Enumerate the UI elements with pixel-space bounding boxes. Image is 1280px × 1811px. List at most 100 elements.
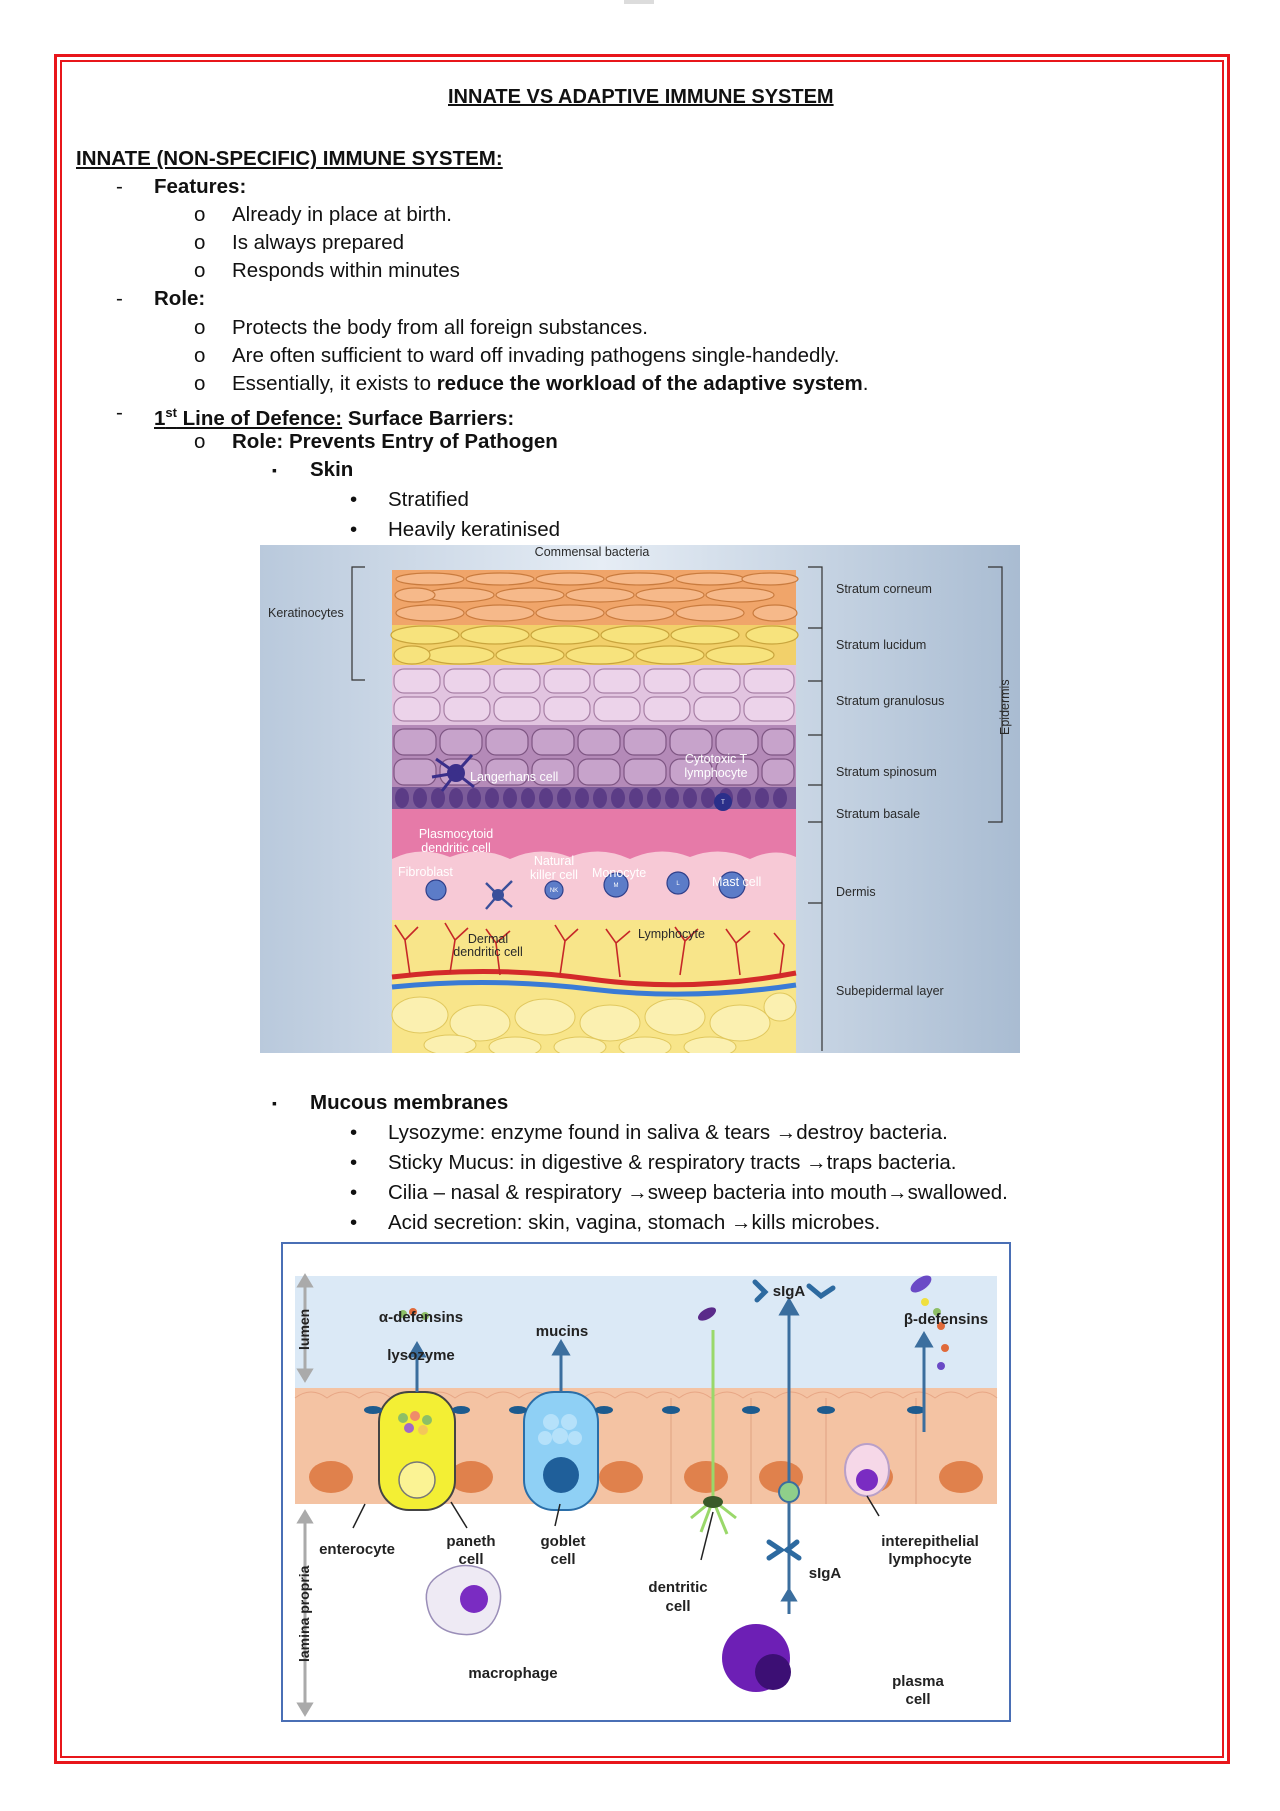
plasmacytoid-label: dendritic cell	[421, 841, 490, 855]
mucous-item: Acid secretion: skin, vagina, stomach →k…	[388, 1211, 881, 1234]
cell-letter: NK	[550, 888, 558, 894]
defence-ordinal: 1st Line of Defence:	[154, 405, 343, 430]
commensal-bacteria-label: Commensal bacteria	[535, 545, 650, 559]
siga-top-label: sIgA	[773, 1283, 806, 1300]
mucosal-barrier-diagram: lumen lamina propria α-defensins lysozym…	[281, 1242, 1011, 1722]
page-mark	[624, 0, 654, 4]
role-heading: Role:	[154, 287, 206, 310]
role-item-prefix: Essentially, it exists to	[232, 372, 437, 395]
iel-label: interepithelial	[881, 1533, 979, 1550]
nk-cell-shape	[544, 880, 564, 900]
tissue-block	[390, 570, 799, 1053]
lysozyme-label: lysozyme	[387, 1347, 455, 1364]
dendritic-label: dentritic	[648, 1579, 707, 1596]
langerhans-label: Langerhans cell	[470, 770, 558, 784]
role-item: Are often sufficient to ward off invadin…	[232, 344, 840, 367]
fibroblast-shape	[425, 879, 447, 901]
dendritic-label: cell	[665, 1598, 690, 1615]
circle-bullet: o	[194, 316, 206, 339]
siga-molecules	[752, 1279, 836, 1561]
layer-label: Dermis	[836, 885, 876, 899]
keratinocytes-label: Keratinocytes	[268, 606, 344, 620]
square-bullet: ▪	[272, 462, 277, 478]
cell-letter: M	[614, 883, 619, 889]
skin-diagram: Commensal bacteria Keratinocytes Stratum…	[260, 545, 1020, 1053]
layer-label: Stratum spinosum	[836, 765, 937, 779]
brackets	[351, 566, 1003, 1051]
dot-bullet: •	[350, 518, 358, 541]
beta-defensin-particles	[921, 1298, 949, 1370]
defence-rest: Surface Barriers:	[342, 406, 515, 430]
mucous-heading: Mucous membranes	[310, 1091, 509, 1114]
siga-arrow	[778, 1296, 800, 1592]
skin-item: Heavily keratinised	[388, 518, 561, 541]
dendritic-cell-shape	[690, 1330, 737, 1535]
nk-label: Natural	[534, 854, 574, 868]
cell-letter: T	[721, 800, 725, 806]
monocyte-label: Monocyte	[592, 866, 646, 880]
macrophage-label: macrophage	[468, 1665, 557, 1682]
page-border-outer	[54, 54, 1230, 1764]
mucous-item: Sticky Mucus: in digestive & respiratory…	[388, 1151, 957, 1174]
plasma-label: cell	[905, 1691, 930, 1708]
features-heading: Features:	[154, 175, 247, 198]
iel-label: lymphocyte	[888, 1551, 971, 1568]
skin-heading: Skin	[310, 458, 354, 481]
dot-bullet: •	[350, 1121, 358, 1144]
paneth-label: cell	[458, 1551, 483, 1568]
goblet-label: goblet	[541, 1533, 586, 1550]
alpha-defensin-particles	[399, 1308, 429, 1320]
circle-bullet: o	[194, 344, 206, 367]
defence-role: Role: Prevents Entry of Pathogen	[232, 430, 558, 453]
cell-letter: L	[676, 881, 680, 887]
layer-label: Stratum lucidum	[836, 638, 926, 652]
lumen-region	[295, 1276, 997, 1388]
feature-item: Already in place at birth.	[232, 203, 452, 226]
layer-label: Stratum basale	[836, 807, 920, 821]
lymphocyte-shape	[666, 871, 690, 895]
dash-bullet: -	[116, 175, 123, 198]
dash-bullet: -	[116, 287, 123, 310]
enterocyte-label: enterocyte	[319, 1541, 395, 1558]
line-of-defence-heading: 1st Line of Defence: Surface Barriers:	[154, 400, 514, 432]
mast-cell-label: Mast cell	[712, 875, 761, 889]
circle-bullet: o	[194, 231, 206, 254]
plasma-label: plasma	[892, 1673, 944, 1690]
feature-item: Responds within minutes	[232, 259, 460, 282]
paneth-label: paneth	[446, 1533, 495, 1550]
page-title: INNATE VS ADAPTIVE IMMUNE SYSTEM	[448, 86, 834, 108]
dermal-dendritic-label: Dermal	[468, 932, 508, 946]
mucous-item: Cilia – nasal & respiratory →sweep bacte…	[388, 1181, 1008, 1204]
skin-item: Stratified	[388, 488, 469, 511]
dot-bullet: •	[350, 1211, 358, 1234]
monocyte-shape	[603, 872, 629, 898]
circle-bullet: o	[194, 430, 206, 453]
circle-bullet: o	[194, 203, 206, 226]
alpha-defensins-label: α-defensins	[379, 1309, 463, 1326]
mucous-item: Lysozyme: enzyme found in saliva & tears…	[388, 1121, 948, 1144]
role-item-emphasis: Essentially, it exists to reduce the wor…	[232, 371, 868, 397]
paneth-granules	[398, 1411, 432, 1435]
fibroblast-label: Fibroblast	[398, 865, 453, 879]
square-bullet: ▪	[272, 1095, 277, 1111]
cytotoxic-label: Cytotoxic T	[685, 752, 748, 766]
epidermis-label: Epidermis	[998, 679, 1012, 735]
plasmacytoid-label: Plasmocytoid	[419, 827, 493, 841]
nk-label: killer cell	[530, 868, 578, 882]
lymphocyte-label: Lymphocyte	[638, 927, 705, 941]
role-item: Protects the body from all foreign subst…	[232, 316, 648, 339]
circle-bullet: o	[194, 372, 206, 395]
goblet-label: cell	[550, 1551, 575, 1568]
layer-label: Stratum corneum	[836, 582, 932, 596]
dash-bullet: -	[116, 401, 123, 424]
cytotoxic-label: lymphocyte	[684, 766, 747, 780]
section-heading: INNATE (NON-SPECIFIC) IMMUNE SYSTEM:	[76, 147, 503, 170]
role-item-suffix: .	[862, 372, 869, 395]
feature-item: Is always prepared	[232, 231, 405, 254]
lumen-label: lumen	[296, 1309, 312, 1350]
siga-bottom-label: sIgA	[809, 1565, 842, 1582]
dermal-dendritic-label: dendritic cell	[453, 945, 522, 959]
dermal-dendritic-shape	[485, 880, 513, 910]
dot-bullet: •	[350, 488, 358, 511]
dot-bullet: •	[350, 1181, 358, 1204]
